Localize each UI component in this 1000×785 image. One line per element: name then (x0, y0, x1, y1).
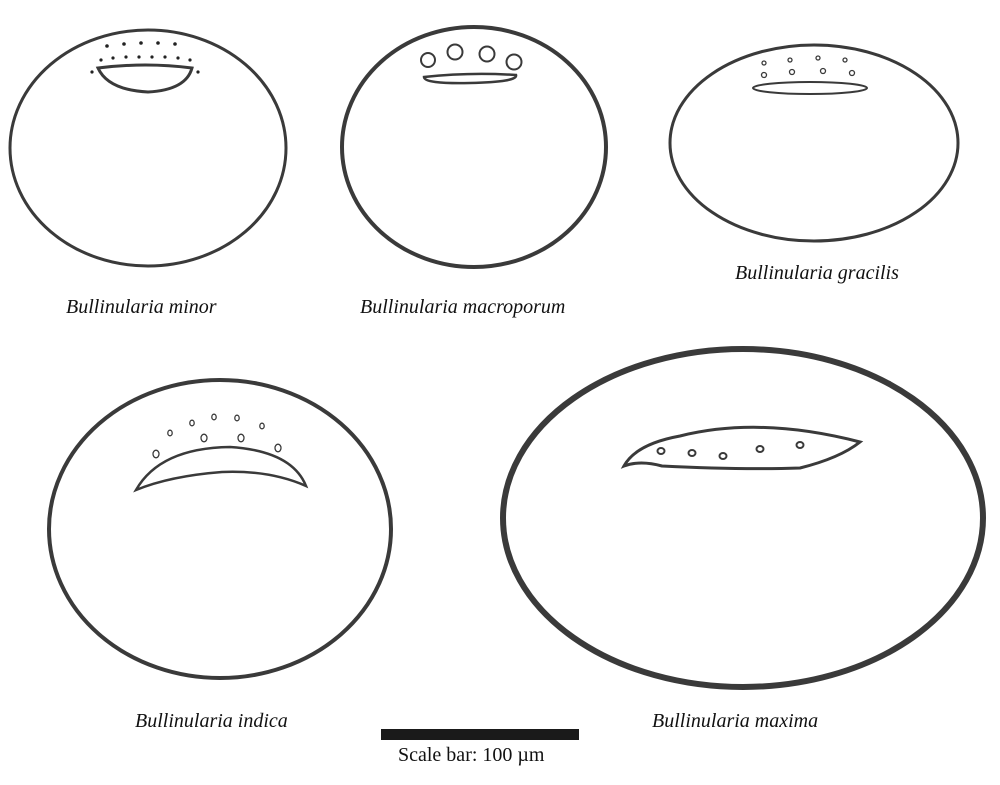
aperture-indica (133, 445, 309, 493)
pores-gracilis (760, 55, 856, 79)
label-gracilis: Bullinularia gracilis (735, 262, 899, 284)
label-maxima: Bullinularia maxima (652, 710, 819, 732)
test-outline-minor (8, 28, 288, 268)
pores-maxima (656, 441, 805, 460)
test-indica (47, 378, 393, 680)
aperture-maxima (620, 425, 864, 471)
scale-bar (381, 729, 579, 740)
aperture-minor (95, 63, 194, 94)
aperture-macroporum (422, 72, 518, 85)
test-maxima (500, 346, 986, 690)
label-macroporum: Bullinularia macroporum (360, 296, 566, 318)
label-indica: Bullinularia indica (135, 710, 288, 732)
test-outline-gracilis (668, 43, 960, 243)
aperture-gracilis (752, 81, 868, 95)
pores-indica (152, 413, 282, 459)
test-gracilis (668, 43, 960, 243)
test-minor (8, 28, 288, 268)
scale-bar-label: Scale bar: 100 µm (398, 744, 545, 766)
test-macroporum (340, 25, 608, 269)
pores-minor (90, 41, 200, 74)
test-outline-maxima (500, 346, 986, 690)
test-outline-indica (47, 378, 393, 680)
test-outline-macroporum (340, 25, 608, 269)
label-minor: Bullinularia minor (66, 296, 217, 318)
pores-macroporum (420, 43, 523, 71)
